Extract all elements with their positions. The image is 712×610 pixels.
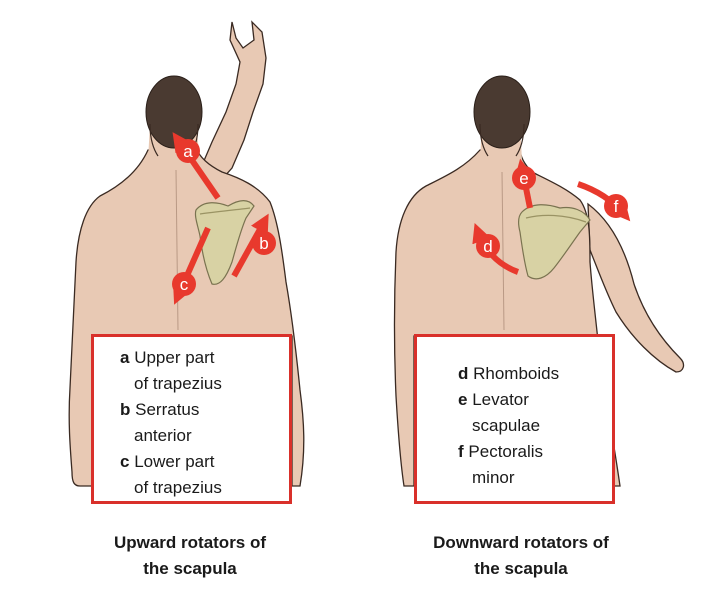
left-caption-line-1: Upward rotators of (113, 533, 267, 552)
left-legend-box (91, 334, 292, 504)
right-scapula (518, 204, 591, 280)
right-lowered-arm (587, 202, 685, 373)
arrow-label-b: b (259, 234, 268, 253)
legend-key-c: c (120, 452, 130, 471)
right-legend-box (414, 334, 615, 504)
legend-key-f: f (458, 442, 464, 461)
left-figure: a b c (68, 20, 305, 487)
arrow-label-d: d (483, 237, 492, 256)
legend-text-e-1: Levator (472, 390, 529, 409)
arrow-b (231, 213, 269, 278)
legend-text-f-2: minor (472, 468, 515, 487)
right-head (473, 75, 531, 149)
arrow-label-c: c (180, 275, 189, 294)
legend-text-d-1: Rhomboids (473, 364, 560, 383)
arrow-label-a: a (183, 142, 193, 161)
legend-key-e: e (458, 390, 468, 409)
left-raised-arm (199, 20, 267, 190)
right-figure: d e f (393, 75, 685, 487)
legend-text-b-2: anterior (134, 426, 192, 445)
right-caption-line-1: Downward rotators of (433, 533, 609, 552)
arrow-label-f: f (614, 197, 619, 216)
legend-text-c-2: of trapezius (134, 478, 222, 497)
legend-item-e: e Levator (458, 390, 529, 410)
left-caption: Upward rotators of the scapula (70, 530, 310, 582)
legend-text-a-2: of trapezius (134, 374, 222, 393)
legend-text-a-1: Upper part (134, 348, 215, 367)
legend-text-f-1: Pectoralis (468, 442, 544, 461)
legend-key-b: b (120, 400, 131, 419)
left-caption-line-2: the scapula (143, 559, 237, 578)
right-caption-line-2: the scapula (474, 559, 568, 578)
legend-item-b: b Serratus (120, 400, 199, 420)
arrow-label-e: e (519, 169, 528, 188)
legend-text-c-1: Lower part (134, 452, 215, 471)
legend-text-b-1: Serratus (135, 400, 200, 419)
left-scapula (194, 200, 255, 285)
right-caption: Downward rotators of the scapula (396, 530, 646, 582)
legend-key-d: d (458, 364, 469, 383)
legend-key-a: a (120, 348, 130, 367)
legend-item-c: c Lower part (120, 452, 215, 472)
legend-item-f: f Pectoralis (458, 442, 543, 462)
legend-item-a: a Upper part (120, 348, 215, 368)
legend-item-d: d Rhomboids (458, 364, 559, 384)
legend-text-e-2: scapulae (472, 416, 541, 435)
left-head (145, 75, 203, 149)
